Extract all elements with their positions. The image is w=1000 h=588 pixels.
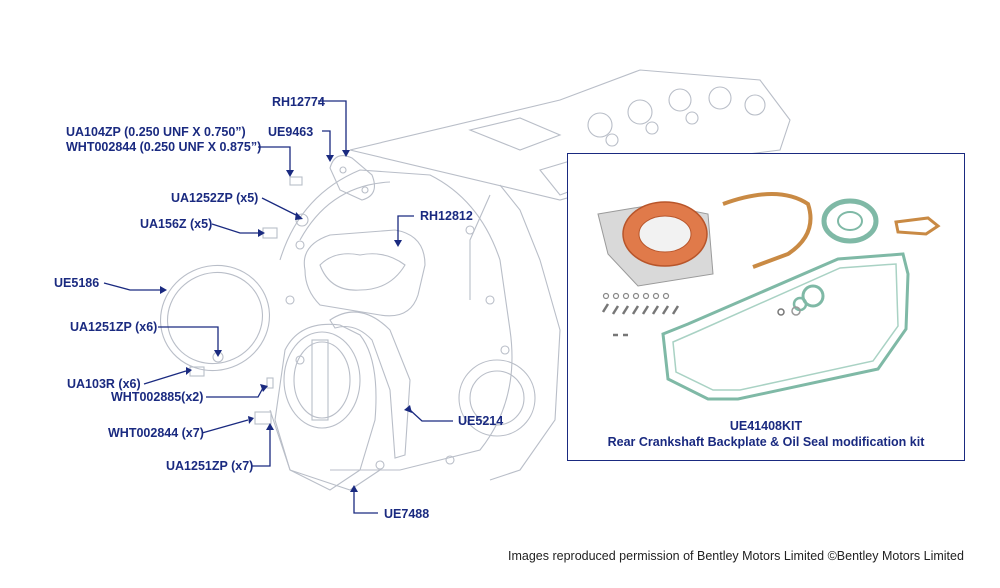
- label-ua1251zp-x7[interactable]: UA1251ZP (x7): [166, 459, 254, 473]
- label-ue5186[interactable]: UE5186: [54, 276, 100, 290]
- label-rh12812[interactable]: RH12812: [420, 209, 473, 223]
- label-ue7488[interactable]: UE7488: [384, 507, 430, 521]
- label-wht002844-x7[interactable]: WHT002844 (x7): [108, 426, 204, 440]
- label-ua103r[interactable]: UA103R (x6): [67, 377, 141, 391]
- kit-inset-box: UE41408KIT Rear Crankshaft Backplate & O…: [567, 153, 965, 461]
- image-credit: Images reproduced permission of Bentley …: [508, 549, 964, 563]
- label-ua104zp[interactable]: UA104ZP (0.250 UNF X 0.750”): [66, 125, 246, 139]
- label-wht002885[interactable]: WHT002885(x2): [111, 390, 204, 404]
- label-ue9463[interactable]: UE9463: [268, 125, 314, 139]
- label-ua1251zp-x6[interactable]: UA1251ZP (x6): [70, 320, 158, 334]
- label-ua156z[interactable]: UA156Z (x5): [140, 217, 213, 231]
- label-wht002844-a[interactable]: WHT002844 (0.250 UNF X 0.875”): [66, 140, 262, 154]
- kit-code: UE41408KIT: [729, 419, 803, 433]
- kit-parts-illustration: [597, 192, 941, 401]
- label-ue5214[interactable]: UE5214: [458, 414, 504, 428]
- label-rh12774[interactable]: RH12774: [272, 95, 325, 109]
- kit-description: Rear Crankshaft Backplate & Oil Seal mod…: [607, 435, 925, 449]
- label-ua1252zp[interactable]: UA1252ZP (x5): [171, 191, 259, 205]
